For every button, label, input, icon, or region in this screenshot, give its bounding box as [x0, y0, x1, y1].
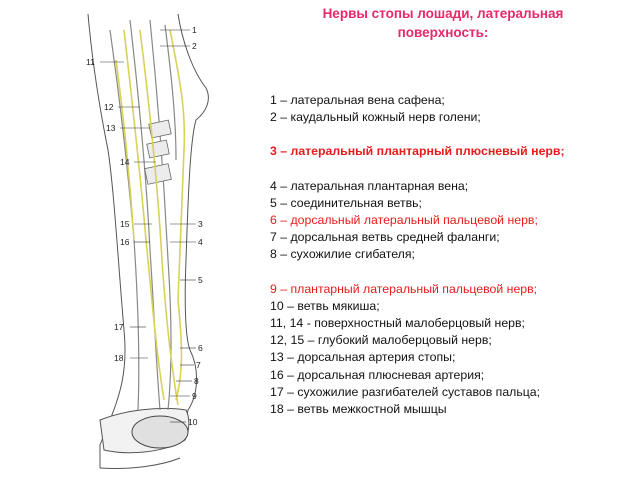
leader-lines [100, 29, 196, 423]
legend-item-1: 1 – латеральная вена сафена; [270, 93, 445, 107]
horse-leg-illustration: 1 2 11 12 13 14 15 16 3 4 5 17 18 6 7 8 … [86, 13, 209, 469]
legend-item-18: 18 – ветвь межкостной мышцы [270, 402, 447, 417]
figure-label-6: 6 [198, 343, 203, 353]
figure-label-15: 15 [120, 219, 130, 229]
legend-item-4: 4 – латеральная плантарная вена; [270, 178, 469, 193]
legend-item-16: 16 – дорсальная плюсневая артерия; [270, 367, 485, 382]
figure-label-10: 10 [188, 417, 198, 427]
figure-label-1: 1 [192, 25, 197, 35]
figure-label-12: 12 [104, 102, 114, 112]
figure-label-4: 4 [198, 237, 203, 247]
legend-item-17: 17 – сухожилие разгибателей суставов пал… [270, 384, 541, 399]
page-title: Нервы стопы лошади, латеральная поверхно… [322, 6, 564, 40]
figure-label-7: 7 [196, 360, 201, 370]
legend-list: 1 – латеральная вена сафена; 2 – каудаль… [270, 92, 630, 418]
hoof [99, 408, 190, 454]
nerves [115, 29, 186, 406]
figure-label-2: 2 [192, 41, 197, 51]
figure-label-16: 16 [120, 237, 130, 247]
leg-outline [87, 13, 209, 469]
figure-label-3: 3 [198, 219, 203, 229]
legend-item-11-14: 11, 14 - поверхностный малоберцовый нерв… [270, 316, 525, 331]
legend-item-8: 8 – сухожилие сгибателя; [270, 247, 415, 262]
legend-item-12-15: 12, 15 – глубокий малоберцовый нерв; [270, 333, 492, 348]
figure-label-14: 14 [120, 157, 130, 167]
figure-label-17: 17 [114, 322, 124, 332]
legend-item-2: 2 – каудальный кожный нерв голени; [270, 110, 481, 125]
figure-labels: 1 2 11 12 13 14 15 16 3 4 5 17 18 6 7 8 … [86, 25, 203, 427]
figure-label-8: 8 [194, 376, 199, 386]
figure-label-13: 13 [106, 123, 116, 133]
retinaculum-bands [144, 119, 172, 185]
legend-item-7: 7 – дорсальная ветвь средней фаланги; [270, 230, 500, 245]
legend-spacer [270, 161, 630, 178]
figure-label-9: 9 [192, 391, 197, 401]
legend-item-5: 5 – соединительная ветвь; [270, 195, 422, 210]
legend-item-13: 13 – дорсальная артерия стопы; [270, 350, 456, 365]
legend-item-3: 3 – латеральный плантарный плюсневый нер… [270, 144, 565, 159]
figure-label-18: 18 [114, 353, 124, 363]
figure-label-5: 5 [198, 275, 203, 285]
legend-item-10: 10 – ветвь мякиша; [270, 298, 380, 313]
legend-spacer [270, 126, 630, 143]
legend-item-6: 6 – дорсальный латеральный пальцевой нер… [270, 213, 538, 228]
figure-label-11: 11 [86, 57, 95, 67]
legend-item-9: 9 – плантарный латеральный пальцевой нер… [270, 281, 538, 296]
legend-spacer [270, 264, 630, 281]
